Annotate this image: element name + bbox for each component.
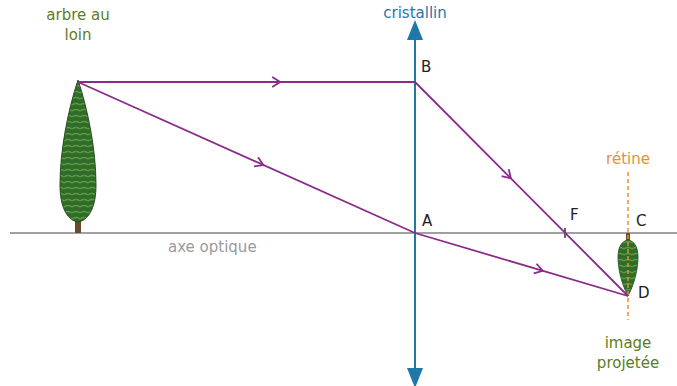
lens-label: cristallin [365,4,465,24]
image-label: image projetée [593,334,663,373]
optical-axis [10,232,677,234]
tree [60,80,96,233]
point-label: F [570,206,579,226]
light-ray [78,82,628,296]
ray-direction [534,264,543,274]
ray-direction [254,157,263,166]
point-label: A [422,212,432,232]
axis-label: axe optique [168,238,257,258]
point-label: C [636,212,646,232]
ray-direction [272,77,280,87]
retina-label: rétine [593,150,663,170]
point-label: D [638,284,650,304]
point-label: B [421,58,431,78]
ray-direction [502,169,511,178]
tree-label: arbre au loin [43,6,113,45]
light-ray [78,82,628,296]
retina [627,172,629,320]
